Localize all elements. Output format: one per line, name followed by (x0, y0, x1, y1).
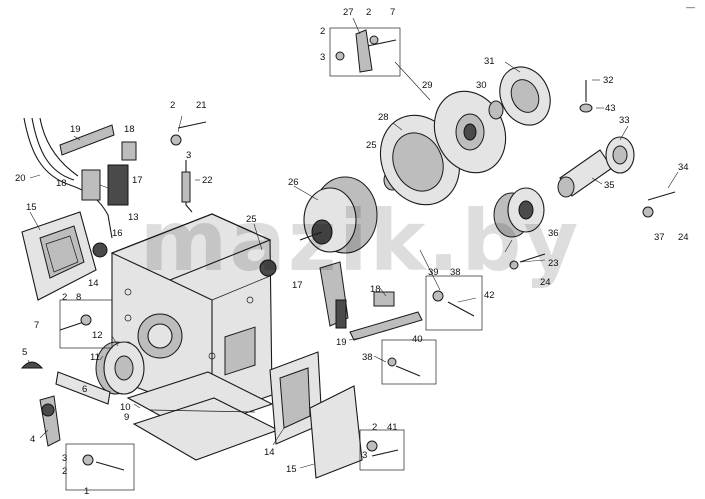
callout-8: 8 (76, 292, 81, 303)
callout-17: 17 (132, 175, 143, 186)
callout-42: 42 (484, 290, 495, 301)
callout-32: 32 (603, 75, 614, 86)
callout-6: 6 (82, 384, 87, 395)
flange-part (95, 341, 145, 395)
coupling-part (493, 187, 545, 238)
end-cover-assembly-part (379, 66, 551, 206)
callout-7: 7 (34, 320, 39, 331)
latch-parts (20, 361, 111, 447)
shaft-sleeve-part (557, 80, 676, 218)
callout-27: 27 (343, 7, 354, 18)
callout-17: 17 (292, 280, 303, 291)
callout-3: 3 (362, 450, 367, 461)
callout-14: 14 (264, 447, 275, 458)
callout-13: 13 (128, 212, 139, 223)
callout-1: 1 (84, 486, 89, 497)
callout-23: 23 (548, 258, 559, 269)
callout-29: 29 (422, 80, 433, 91)
callout-5: 5 (22, 347, 27, 358)
callout-43: 43 (605, 103, 616, 114)
leader-lines (27, 17, 679, 469)
callout-15: 15 (286, 464, 297, 475)
callout-41: 41 (387, 422, 398, 433)
callout-2: 2 (320, 26, 325, 37)
callout-2: 2 (62, 466, 67, 477)
callout-35: 35 (604, 180, 615, 191)
callout-14: 14 (88, 278, 99, 289)
corner-mark: — (686, 2, 695, 12)
callout-2: 2 (170, 100, 175, 111)
callout-26: 26 (288, 177, 299, 188)
part-callouts: 27 2 7 2 3 31 29 30 32 43 33 28 2 21 19 … (15, 7, 689, 497)
callout-22: 22 (202, 175, 213, 186)
callout-39: 39 (428, 267, 439, 278)
callout-37: 37 (654, 232, 665, 243)
callout-34: 34 (678, 162, 689, 173)
callout-19: 19 (336, 337, 347, 348)
callout-12: 12 (92, 330, 103, 341)
callout-24: 24 (540, 277, 551, 288)
bracket-part (170, 121, 207, 213)
callout-19: 19 (70, 124, 81, 135)
callout-18: 18 (124, 124, 135, 135)
callout-3: 3 (186, 150, 191, 161)
callout-20: 20 (15, 173, 26, 184)
callout-10: 10 (120, 402, 131, 413)
top-bracket-part (355, 29, 373, 73)
callout-36: 36 (548, 228, 559, 239)
callout-24: 24 (678, 232, 689, 243)
motor-pulley-part (259, 169, 401, 277)
callout-16: 16 (112, 228, 123, 239)
callout-40: 40 (412, 334, 423, 345)
terminal-block-part (319, 261, 423, 341)
left-cover-part (21, 211, 97, 301)
group-frames (59, 27, 483, 491)
callout-30: 30 (476, 80, 487, 91)
callout-25: 25 (246, 214, 257, 225)
callout-11: 11 (90, 352, 100, 363)
callout-38: 38 (450, 267, 461, 278)
callout-3: 3 (62, 453, 67, 464)
callout-9: 9 (124, 412, 129, 423)
housing-part (110, 213, 273, 417)
callout-28: 28 (378, 112, 389, 123)
callout-3: 3 (320, 52, 325, 63)
callout-4: 4 (30, 434, 35, 445)
callout-2: 2 (372, 422, 377, 433)
right-covers-part (269, 351, 363, 479)
callout-25: 25 (366, 140, 377, 151)
callout-31: 31 (484, 56, 495, 67)
callout-38: 38 (362, 352, 373, 363)
callout-2: 2 (62, 292, 67, 303)
callout-33: 33 (619, 115, 630, 126)
callout-7: 7 (390, 7, 395, 18)
callout-18: 18 (56, 178, 67, 189)
base-plates-part (126, 371, 280, 461)
callout-15: 15 (26, 202, 37, 213)
callout-21: 21 (196, 100, 207, 111)
callout-2: 2 (366, 7, 371, 18)
fasteners-part (59, 35, 546, 471)
callout-18: 18 (370, 284, 381, 295)
wire-harness-part (23, 117, 137, 258)
